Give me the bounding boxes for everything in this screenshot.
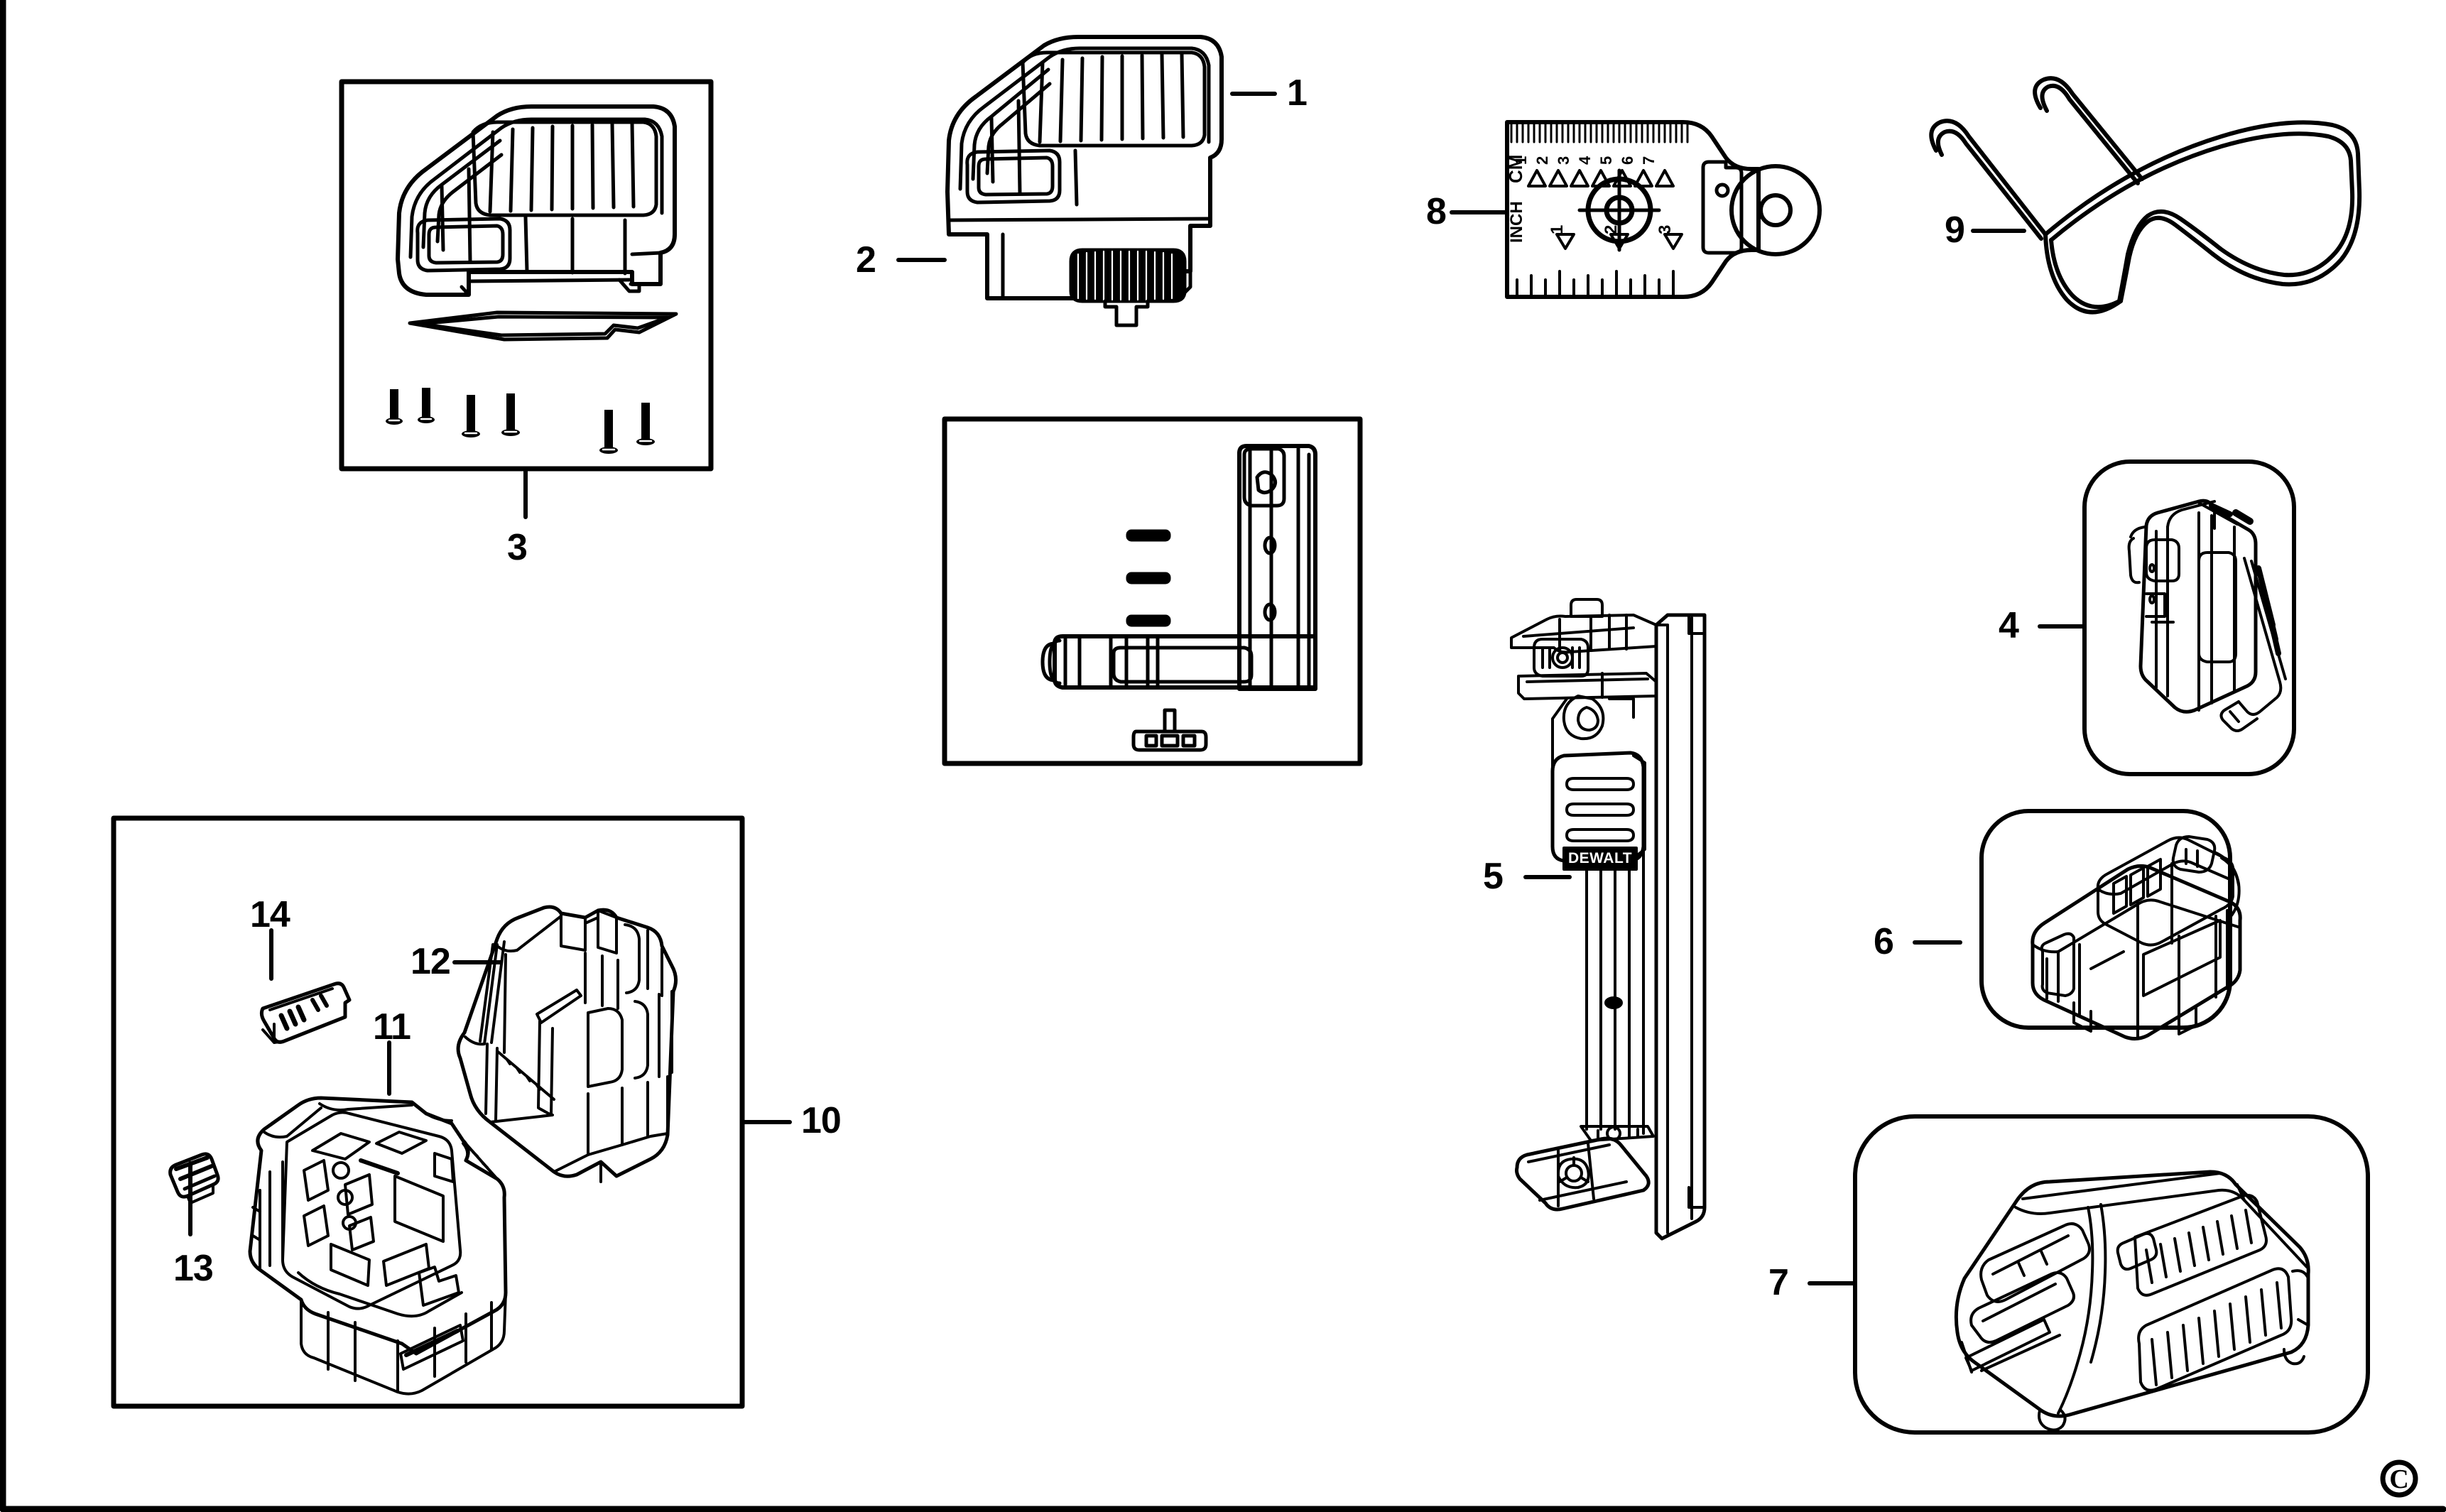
part-3-mounting-plate [408,310,678,342]
part-13-latch-clip [168,1152,220,1204]
callout-label-4: 4 [1999,605,2019,646]
part-3-ceiling-bracket [396,104,677,297]
svg-text:1: 1 [1512,156,1530,165]
part-9-laser-glasses [1929,76,2362,315]
callout-label-2: 2 [856,239,876,281]
callout-label-7: 7 [1768,1262,1789,1303]
callout-label-1: 1 [1287,72,1308,114]
part-frame-7 [1853,1114,2370,1435]
part-8-target-card [1505,120,1822,299]
svg-text:3: 3 [1656,225,1675,234]
part-2-l-bracket [1040,444,1317,752]
callout-label-12: 12 [411,941,451,982]
svg-text:3: 3 [1555,156,1572,165]
svg-text:4: 4 [1576,156,1594,165]
part-14-handle-strip [259,981,352,1044]
callout-label-13: 13 [173,1248,214,1289]
brand-text-dewalt: DEWALT [1567,850,1633,866]
svg-text:5: 5 [1597,156,1615,165]
svg-text:1: 1 [1548,225,1567,234]
svg-text:C: C [2389,1464,2408,1494]
part-6-battery-pack [2031,835,2242,1041]
callout-label-3: 3 [507,527,528,568]
svg-text:2: 2 [1533,156,1551,165]
svg-text:2: 2 [1602,225,1621,234]
callout-label-10: 10 [801,1100,842,1141]
callout-label-11: 11 [373,1006,411,1048]
part-frame-4 [2082,459,2296,776]
part-frame-10 [111,815,745,1409]
part-1-laser-level [945,35,1224,327]
svg-text:6: 6 [1619,156,1636,165]
callout-label-8: 8 [1426,191,1447,232]
part-frame-2 [942,416,1363,766]
callout-label-14: 14 [250,894,290,935]
part-5-wall-bracket [1510,598,1707,1241]
part-3-screws [386,388,655,454]
copyright-mark: C [2380,1459,2418,1498]
part-7-battery-charger [1954,1170,2310,1432]
svg-text:CM: CM [1505,155,1526,183]
part-12-case-lid [456,905,678,1183]
svg-text:7: 7 [1640,156,1658,165]
callout-label-9: 9 [1945,210,1965,251]
svg-text:INCH: INCH [1507,201,1526,243]
part-4-laser-with-stand [2127,499,2287,732]
callout-label-5: 5 [1483,856,1504,897]
callout-label-6: 6 [1874,921,1894,962]
part-11-case-base [248,1096,508,1396]
part-8-scale-labels: 1 2 3 4 5 6 7 CM INCH 1 2 3 [1505,155,1675,243]
leader-lines [188,92,2087,1285]
